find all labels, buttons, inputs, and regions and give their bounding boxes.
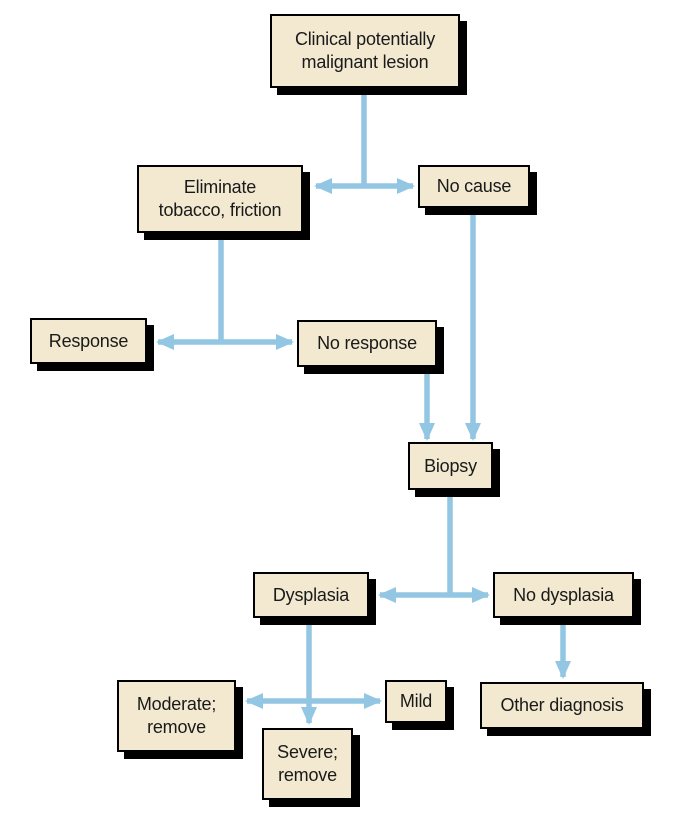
node-no-response: No response bbox=[297, 320, 437, 367]
node-eliminate: Eliminate tobacco, friction bbox=[137, 165, 303, 233]
node-no-dysplasia: No dysplasia bbox=[493, 572, 634, 618]
edge-clinical-split bbox=[314, 84, 415, 194]
node-no-cause-label: No cause bbox=[436, 176, 512, 196]
node-moderate-remove-label: Moderate; remove bbox=[136, 694, 217, 737]
node-mild: Mild bbox=[385, 680, 447, 723]
node-no-dysplasia-label: No dysplasia bbox=[513, 584, 614, 605]
node-response: Response bbox=[30, 318, 147, 364]
edge-biopsy-split bbox=[378, 487, 490, 603]
node-response-label: Response bbox=[48, 330, 129, 351]
node-severe-remove-label: Severe; remove bbox=[277, 742, 338, 785]
node-severe-remove: Severe; remove bbox=[262, 728, 353, 800]
node-dysplasia: Dysplasia bbox=[253, 572, 369, 618]
edge-dysplasia-split bbox=[245, 617, 382, 725]
node-biopsy-label: Biopsy bbox=[424, 455, 477, 476]
node-biopsy: Biopsy bbox=[408, 442, 493, 490]
edge-eliminate-split bbox=[156, 230, 294, 350]
node-other-diagnosis: Other diagnosis bbox=[480, 682, 644, 729]
node-no-response-label: No response bbox=[317, 333, 417, 353]
node-mild-label: Mild bbox=[399, 691, 433, 711]
node-eliminate-label: Eliminate tobacco, friction bbox=[158, 177, 282, 220]
node-other-diagnosis-label: Other diagnosis bbox=[500, 695, 624, 715]
node-no-cause: No cause bbox=[418, 165, 530, 208]
node-moderate-remove: Moderate; remove bbox=[117, 680, 236, 752]
node-clinical-label: Clinical potentially malignant lesion bbox=[294, 29, 436, 72]
node-clinical: Clinical potentially malignant lesion bbox=[270, 14, 460, 88]
node-dysplasia-label: Dysplasia bbox=[272, 584, 350, 605]
